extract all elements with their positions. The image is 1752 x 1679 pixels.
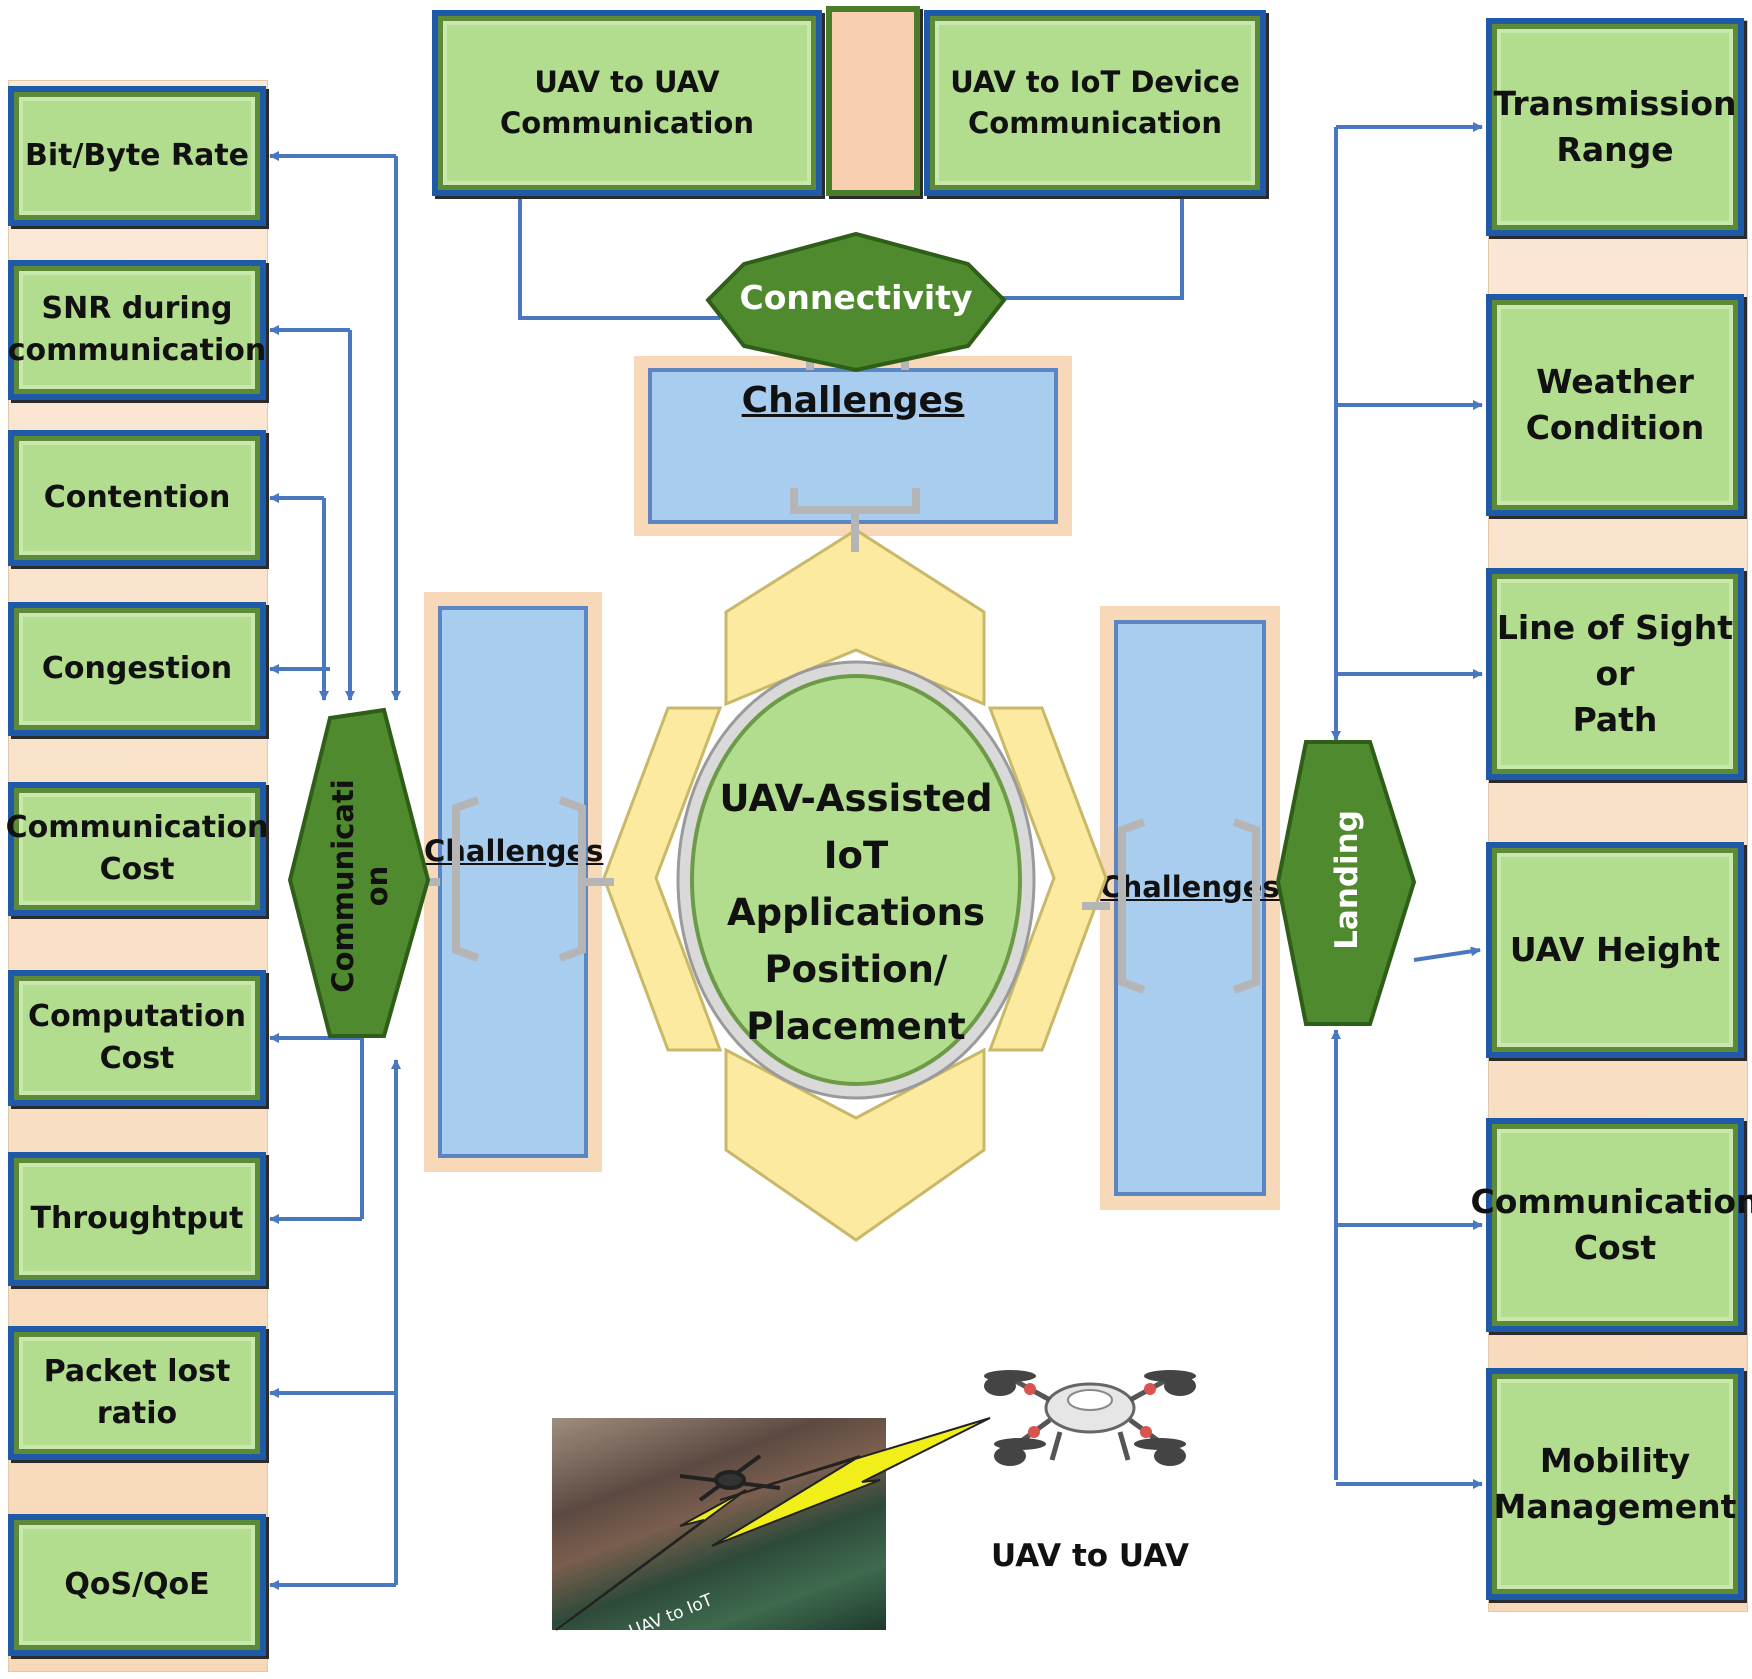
landing-item-line: Range — [1556, 130, 1674, 169]
communication-contention-box: Contention — [8, 430, 266, 566]
communication-snr-during-communication-box: SNR during communication — [8, 260, 266, 400]
landing-item-line: Cost — [1573, 1228, 1657, 1267]
uav-to-uav-communication-box: UAV to UAV Communication — [432, 10, 822, 196]
bracket-right-a — [1118, 818, 1146, 994]
uav-to-uav-label: UAV to UAV — [991, 1538, 1189, 1574]
communication-item-line: Congestion — [41, 651, 233, 686]
landing-item-line: Weather — [1536, 361, 1694, 401]
communication-throughtput-box: Throughtput — [8, 1152, 266, 1286]
challenges-left-panel — [424, 592, 602, 1172]
connectivity-label: Connectivity — [739, 278, 973, 317]
center-line-2: Applications — [726, 891, 986, 934]
drone-icon — [984, 1370, 1196, 1466]
landing-hexagon — [1275, 740, 1417, 1026]
communication-item-line: Cost — [99, 852, 175, 887]
connector-uav-uav-to-connectivity — [518, 198, 720, 320]
communication-hexagon — [287, 707, 431, 1038]
communication-packet-lost-ratio-box: Packet lost ratio — [8, 1326, 266, 1460]
forest-fire-photo — [552, 1418, 886, 1630]
photo-drone-icon — [679, 1454, 781, 1502]
communication-item-line: Contention — [43, 480, 231, 515]
landing-item-line: Path — [1572, 700, 1658, 740]
communication-item-line: communication — [7, 333, 267, 368]
challenges-top-panel — [634, 356, 1072, 536]
center-line-4: Placement — [746, 1005, 966, 1048]
communication-item-line: Packet lost ratio — [43, 1354, 231, 1431]
yellow-frame — [602, 528, 1108, 1242]
bracket-left-a — [452, 796, 480, 962]
landing-item-line: Management — [1493, 1487, 1737, 1526]
communication-item-line: Throughtput — [30, 1201, 244, 1236]
connector-uav-iot-to-connectivity — [990, 176, 1184, 300]
right-column-background — [1488, 20, 1748, 1612]
landing-item-line: Communication — [1470, 1181, 1752, 1221]
uav-to-iot-communication-box: UAV to IoT Device Communication — [924, 10, 1266, 196]
yellow-chevron-bottom — [724, 1047, 986, 1242]
communication-qos-qoe-box: QoS/QoE — [8, 1514, 266, 1656]
landing-item-line: UAV Height — [1509, 929, 1721, 969]
communication-item-line: Cost — [99, 1041, 175, 1076]
bracket-right-b — [1232, 818, 1260, 994]
center-title: UAV-Assisted IoT Applications Position/ … — [692, 770, 1020, 1055]
uav-to-uav-communication-label: UAV to UAV Communication — [499, 65, 754, 140]
communication-bit-byte-rate-box: Bit/Byte Rate — [8, 86, 266, 226]
communication-congestion-box: Congestion — [8, 602, 266, 736]
challenges-right-label: Challenges — [1100, 870, 1280, 904]
connectivity-hexagon — [705, 231, 1007, 373]
lightning-bolt-upper — [711, 1417, 991, 1547]
challenges-top-label: Challenges — [741, 380, 965, 421]
uav-to-iot-line-1: UAV to IoT Device — [950, 65, 1240, 100]
landing-line-of-sight-or-path-box: Line of Sight or Path — [1486, 568, 1744, 780]
communication-item-line: QoS/QoE — [64, 1567, 210, 1602]
communication-item-line: Communication — [5, 810, 269, 845]
uav-to-iot-line-2: Communication — [967, 106, 1222, 140]
landing-item-line: Line of Sight or — [1496, 607, 1734, 693]
center-line-1: UAV-Assisted IoT — [719, 777, 993, 877]
center-line-3: Position/ — [764, 948, 948, 991]
landing-item-line: Mobility — [1539, 1440, 1691, 1480]
challenges-right-panel — [1100, 606, 1280, 1210]
landing-item-line: Transmission — [1493, 83, 1737, 123]
communication-item-line: Bit/Byte Rate — [24, 138, 250, 173]
communication-item-line: Computation — [28, 999, 246, 1034]
yellow-chevron-left — [602, 706, 723, 1052]
connector-block — [826, 6, 920, 196]
landing-item-line: Condition — [1525, 408, 1705, 447]
yellow-chevron-right — [987, 706, 1108, 1052]
landing-uav-height-box: UAV Height — [1486, 842, 1744, 1058]
center-circle — [690, 674, 1022, 1086]
connector-to-uav-height — [1413, 946, 1481, 962]
lightning-bolt-lower — [555, 1489, 747, 1631]
communication-item-line: SNR during — [41, 291, 233, 326]
